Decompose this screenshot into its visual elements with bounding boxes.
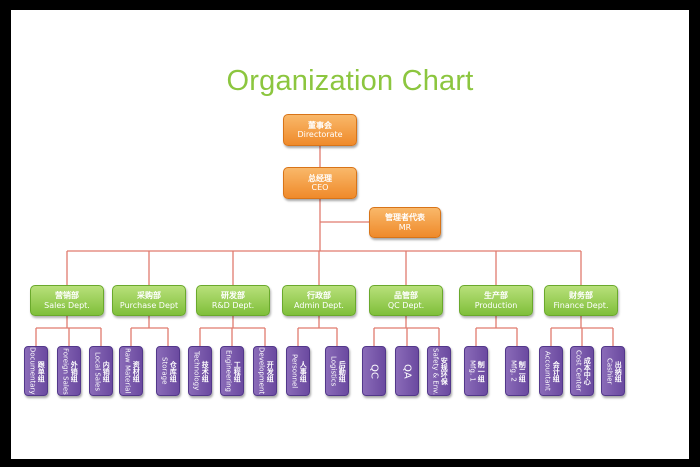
dept-node-0-en-label: Sales Dept.: [44, 300, 90, 310]
connector-lines: [35, 146, 614, 346]
dept-node-0-zh-label: 营销部: [55, 291, 79, 301]
unit-zh-label: 会计组: [552, 360, 561, 382]
unit-node-4-0: QC: [362, 346, 386, 396]
node-ceo-zh-label: 总经理: [308, 173, 332, 183]
unit-en-label: Mfg. 2: [509, 360, 518, 382]
dept-node-1-en-label: Purchase Dept: [119, 300, 179, 310]
unit-zh-label: 仓库组: [169, 360, 178, 382]
dept-node-1-zh-label: 采购部: [137, 291, 161, 301]
node-directorate-en-label: Directorate: [297, 130, 343, 139]
dept-node-5-zh-label: 生产部: [484, 291, 508, 301]
unit-en-label: Engineering: [224, 350, 233, 392]
dept-node-6-zh-label: 财务部: [569, 291, 593, 301]
unit-zh-label: 制一组: [477, 360, 486, 382]
unit-en-label: Raw Material: [123, 348, 132, 394]
dept-node-6-en-label: Finance Dept.: [553, 300, 609, 310]
unit-zh-label: 外销组: [70, 360, 79, 382]
unit-zh-label: 内销组: [102, 360, 111, 382]
dept-node-2-zh-label: 研发部: [221, 291, 245, 301]
node-mr-zh-label: 管理者代表: [385, 213, 425, 223]
unit-zh-label: 技术组: [201, 360, 210, 382]
unit-zh-label: 工程组: [233, 360, 242, 382]
unit-en-label: Accountant: [543, 351, 552, 391]
unit-en-label: Personnel: [290, 353, 299, 389]
dept-node-3-zh-label: 行政部: [307, 291, 331, 301]
unit-zh-label: 资材组: [132, 360, 141, 382]
node-ceo-en-label: CEO: [311, 183, 329, 192]
unit-en-label: QA: [401, 363, 413, 379]
unit-en-label: Cashier: [605, 357, 614, 385]
node-directorate-zh-label: 董事会: [308, 120, 332, 130]
unit-zh-label: 安规环保: [440, 357, 449, 385]
unit-zh-label: 跟单组: [37, 360, 46, 382]
unit-en-label: Logistics: [329, 355, 338, 387]
unit-zh-label: 开发组: [266, 360, 275, 382]
unit-en-label: QC: [368, 363, 380, 379]
dept-node-5-en-label: Production: [474, 300, 518, 310]
unit-zh-label: 出纳组: [614, 360, 623, 382]
unit-zh-label: 制二组: [518, 360, 527, 382]
unit-en-label: Mfg. 1: [468, 360, 477, 382]
dept-node-4-en-label: QC Dept.: [387, 300, 425, 310]
dept-node-2-en-label: R&D Dept.: [211, 300, 255, 310]
unit-zh-label: 人事组: [299, 360, 308, 382]
unit-en-label: Documentary: [28, 347, 37, 395]
unit-en-label: Cost Center: [574, 350, 583, 392]
unit-en-label: Technology: [192, 351, 201, 391]
unit-en-label: Storage: [160, 357, 169, 385]
unit-en-label: Development: [257, 347, 266, 395]
unit-zh-label: 成本中心: [583, 357, 592, 385]
node-mr-en-label: MR: [398, 222, 412, 232]
unit-en-label: Safety & Env.: [431, 347, 440, 395]
chart-title: Organization Chart: [226, 65, 474, 97]
unit-en-label: Foreign Sales: [61, 347, 70, 395]
dept-node-4-zh-label: 品管部: [394, 291, 418, 301]
dept-node-3-en-label: Admin Dept.: [294, 300, 344, 310]
unit-en-label: Local Sales: [93, 351, 102, 391]
unit-zh-label: 后勤组: [338, 360, 347, 382]
unit-node-4-1: QA: [395, 346, 419, 396]
